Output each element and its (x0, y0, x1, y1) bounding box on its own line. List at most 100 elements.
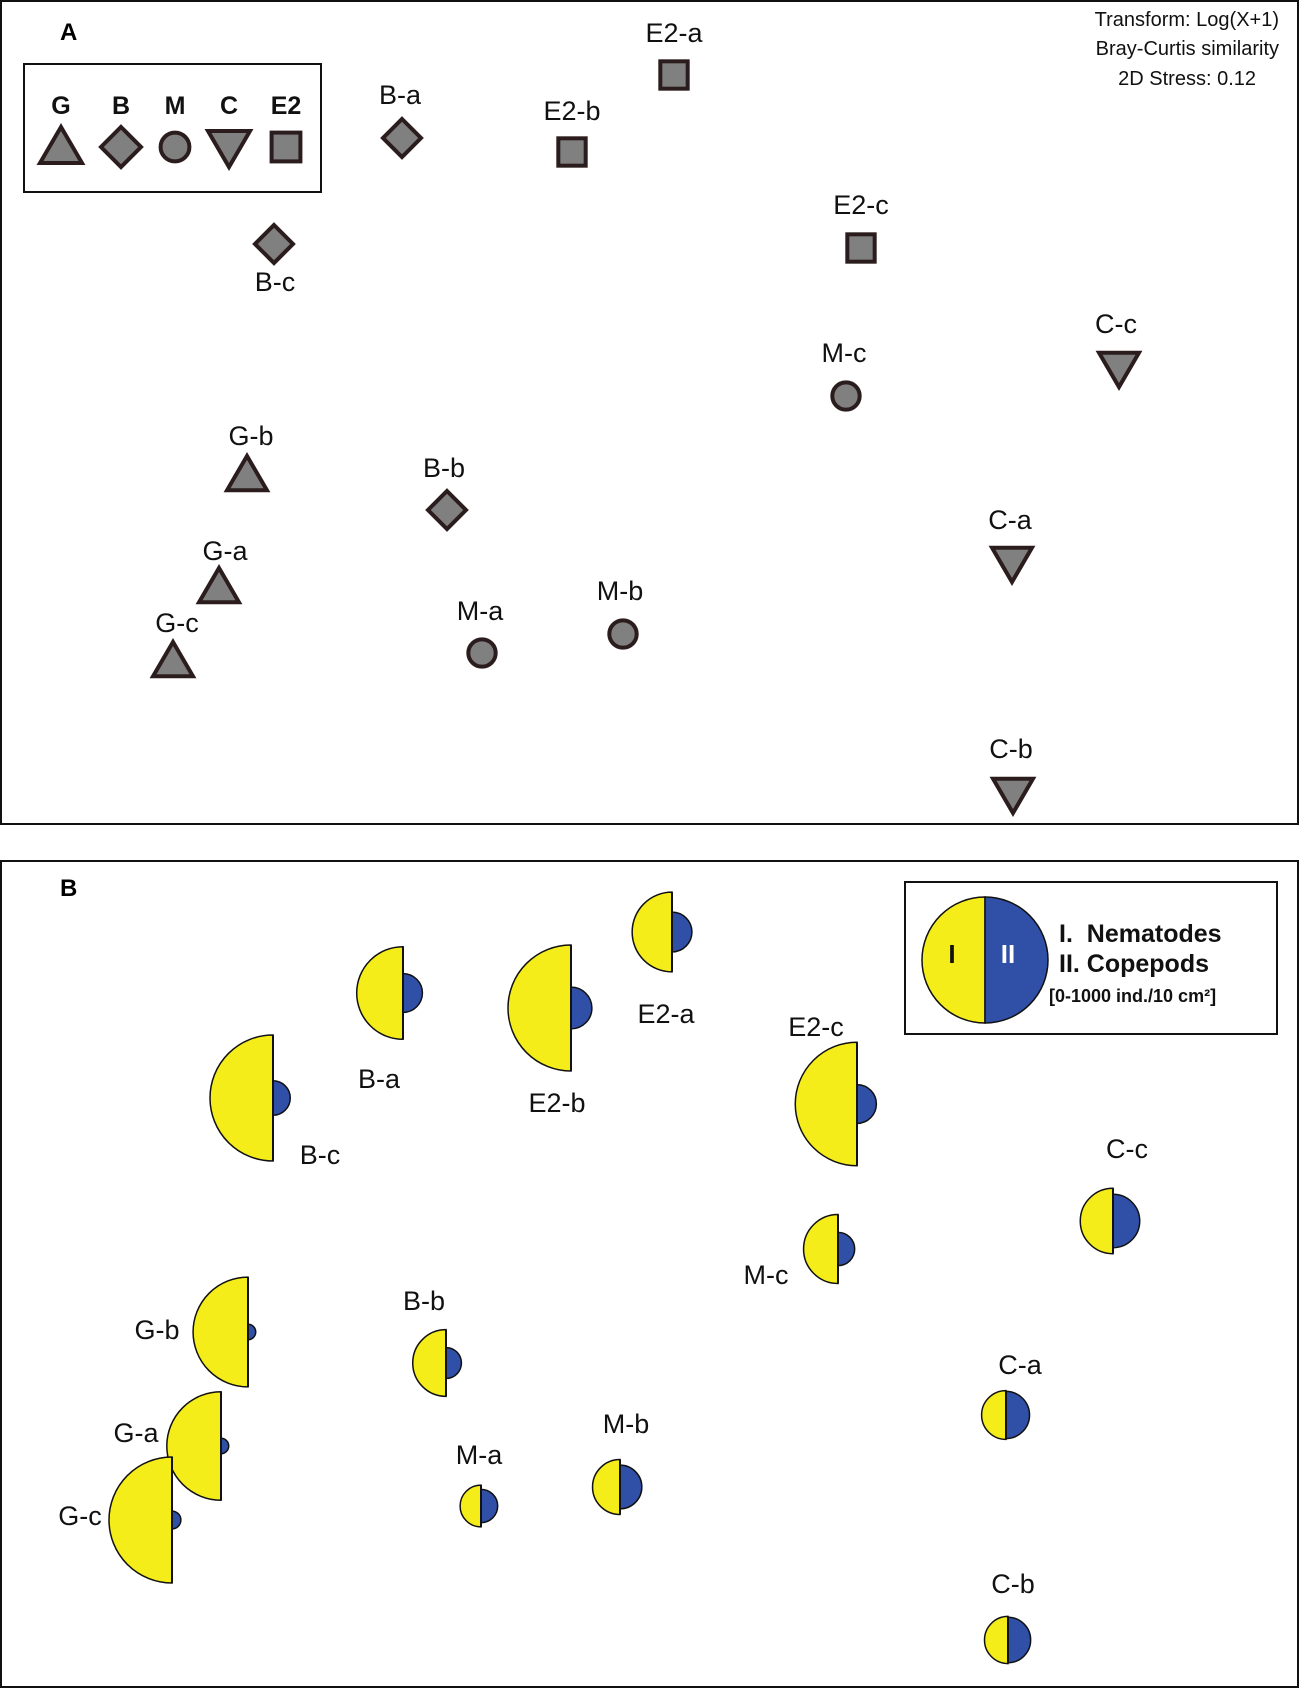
nematode-half-m-b (592, 1458, 621, 1516)
marker-g-b (223, 452, 271, 493)
panel-b-legend: I II I. Nematodes II. Copepods [0-1000 i… (904, 881, 1278, 1035)
nematode-half-e2-c (794, 1041, 858, 1167)
marker-g-a (195, 564, 243, 605)
nematode-half-g-c (108, 1456, 173, 1584)
copepod-half-c-a (1005, 1390, 1030, 1440)
glyph-label-c-c: C-c (1106, 1134, 1148, 1164)
nematode-half-e2-b (507, 944, 572, 1072)
legend-code-m: M (165, 92, 186, 120)
copepod-half-b-b (445, 1346, 462, 1380)
nematode-half-b-b (411, 1328, 447, 1398)
copepod-half-m-b (619, 1464, 643, 1510)
glyph-label-m-b: M-b (603, 1409, 650, 1439)
point-label-c-b: C-b (989, 734, 1033, 764)
nematode-half-b-a (355, 945, 404, 1041)
legend-marker-b (98, 124, 144, 170)
glyph-label-m-a: M-a (456, 1440, 503, 1470)
panel-b-label: B (60, 875, 77, 902)
copepod-half-b-a (402, 972, 424, 1014)
marker-g-c (149, 638, 197, 679)
marker-b-b (425, 488, 469, 532)
transform-text: Transform: Log(X+1) (1095, 9, 1279, 31)
glyph-label-m-c: M-c (744, 1260, 789, 1290)
glyph-label-g-b: G-b (134, 1315, 179, 1345)
point-label-c-a: C-a (988, 505, 1032, 535)
glyph-label-g-c: G-c (58, 1501, 102, 1531)
nematode-half-b-c (209, 1034, 274, 1162)
marker-e2-c (845, 232, 877, 264)
legend-code-b: B (112, 92, 130, 120)
legend-symbol-i: I (948, 939, 955, 969)
panel-a-label: A (60, 19, 77, 46)
nematode-half-m-c (802, 1213, 839, 1285)
legend-marker-g (36, 123, 86, 165)
similarity-text: Bray-Curtis similarity (1096, 38, 1279, 60)
glyph-label-c-b: C-b (991, 1569, 1035, 1599)
legend-symbol-ii: II (1001, 939, 1015, 969)
glyph-label-e2-a: E2-a (637, 999, 695, 1029)
legend-marker-c (204, 129, 254, 171)
marker-c-b (989, 776, 1037, 817)
legend-marker-m (158, 130, 192, 164)
point-label-g-c: G-c (155, 608, 199, 638)
point-label-e2-a: E2-a (645, 18, 703, 48)
marker-c-a (988, 545, 1036, 586)
copepod-half-c-c (1112, 1193, 1141, 1249)
legend-code-e2: E2 (271, 92, 302, 120)
point-label-b-b: B-b (423, 453, 465, 483)
copepod-half-m-c (837, 1231, 856, 1267)
copepod-half-c-b (1007, 1616, 1031, 1664)
panel-a-points: E2-aE2-bE2-c B-aB-cB-b M-cM-a M-b C-cC-aC-b G… (149, 18, 1143, 817)
glyph-label-b-c: B-c (300, 1140, 341, 1170)
nematode-half-c-a (980, 1389, 1007, 1441)
legend-nematodes-label: I. Nematodes (1059, 920, 1222, 948)
point-label-g-a: G-a (202, 536, 248, 566)
point-label-b-c: B-c (255, 267, 296, 297)
marker-m-b (607, 618, 639, 650)
panel-b-points: E2-aB-aE2-bB-c E2-cC-cM-cG-b B-bG-aG-c M-a M… (58, 891, 1148, 1665)
stress-text: 2D Stress: 0.12 (1118, 68, 1256, 90)
legend-box (23, 63, 322, 193)
marker-m-a (466, 637, 498, 669)
copepod-half-b-c (272, 1079, 291, 1117)
point-label-b-a: B-a (379, 80, 422, 110)
copepod-half-e2-c (856, 1083, 878, 1125)
glyph-label-e2-b: E2-b (528, 1088, 585, 1118)
legend-marker-e2 (269, 130, 303, 164)
marker-e2-a (658, 59, 690, 91)
point-label-e2-c: E2-c (833, 190, 889, 220)
glyph-label-b-a: B-a (358, 1064, 401, 1094)
panel-a-legend: G B M C E2 (23, 63, 322, 193)
glyph-label-c-a: C-a (998, 1350, 1042, 1380)
point-label-c-c: C-c (1095, 309, 1137, 339)
copepod-half-g-c (171, 1510, 182, 1530)
copepod-half-e2-b (570, 986, 593, 1030)
marker-e2-b (556, 136, 588, 168)
glyph-label-g-a: G-a (113, 1418, 159, 1448)
point-label-e2-b: E2-b (543, 96, 600, 126)
glyph-label-e2-c: E2-c (788, 1012, 844, 1042)
point-label-m-a: M-a (457, 596, 504, 626)
marker-c-c (1095, 350, 1143, 391)
point-label-g-b: G-b (228, 421, 273, 451)
nematode-half-c-b (984, 1615, 1009, 1665)
legend-code-c: C (220, 92, 238, 120)
nematode-half-c-c (1079, 1187, 1114, 1255)
nematode-half-g-a (166, 1391, 222, 1501)
copepod-half-e2-a (671, 911, 693, 953)
glyph-label-b-b: B-b (403, 1286, 445, 1316)
legend-code-g: G (51, 92, 70, 120)
legend-copepod-half (984, 896, 1049, 1024)
copepod-half-m-a (480, 1488, 499, 1524)
nematode-half-m-a (459, 1484, 482, 1528)
nematode-half-e2-a (631, 891, 673, 973)
point-label-m-b: M-b (597, 576, 644, 606)
legend-scale-label: [0-1000 ind./10 cm²] (1049, 986, 1216, 1006)
legend-copepods-label: II. Copepods (1059, 950, 1209, 978)
marker-b-a (380, 116, 424, 160)
point-label-m-c: M-c (822, 338, 867, 368)
nematode-half-g-b (192, 1276, 249, 1388)
marker-b-c (252, 222, 296, 266)
marker-m-c (830, 380, 862, 412)
